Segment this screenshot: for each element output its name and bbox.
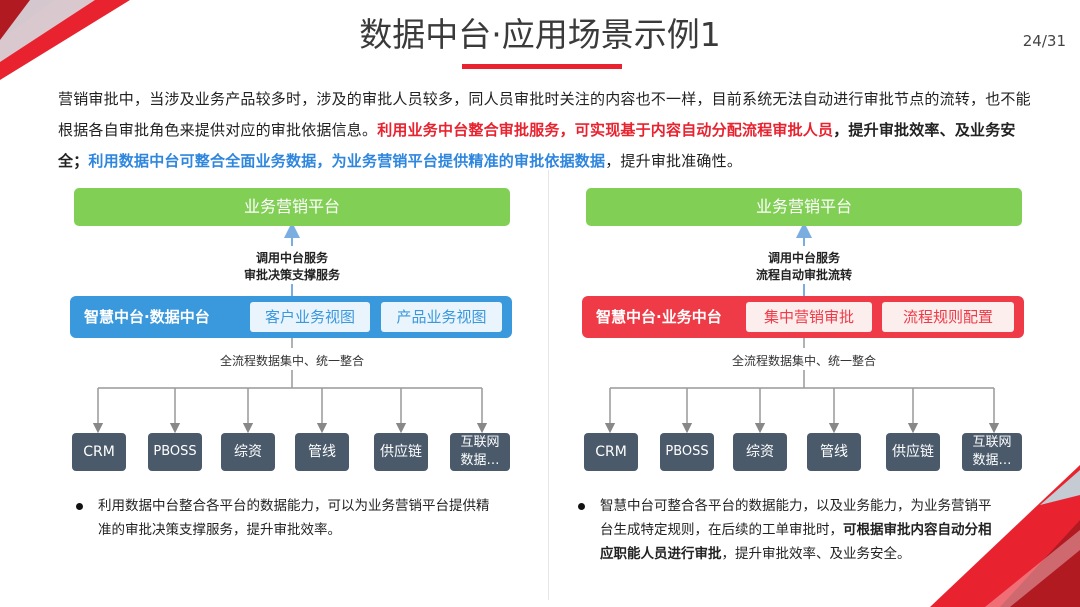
marketing-platform-box: 业务营销平台	[586, 188, 1022, 226]
intro-text-3: ，提升审批准确性。	[605, 152, 743, 170]
right-diagram: 业务营销平台 调用中台服务流程自动审批流转 智慧中台·业务中台 集中营销审批 流…	[578, 186, 1032, 606]
left-diagram: 业务营销平台 调用中台服务审批决策支撑服务 智慧中台·数据中台 客户业务视图 产…	[70, 186, 520, 606]
system-pboss: PBOSS	[660, 433, 714, 471]
service-call-label: 调用中台服务流程自动审批流转	[582, 250, 1026, 284]
hub-label: 智慧中台·数据中台	[84, 308, 210, 326]
customer-view-chip: 客户业务视图	[250, 302, 370, 332]
right-bullet: 智慧中台可整合各平台的数据能力，以及业务能力，为业务营销平台生成特定规则，在后续…	[578, 494, 998, 566]
service-call-label: 调用中台服务审批决策支撑服务	[70, 250, 514, 284]
intro-text-2: ，提升审批效率、及业务安全；	[58, 121, 1016, 170]
right-bullet-pre: 智慧中台可整合各平台的数据能力，以及业务能力，为业务营销平台生成特定规则，在后续…	[600, 498, 992, 538]
product-view-chip: 产品业务视图	[381, 302, 502, 332]
system-internet-line1: 互联网	[460, 435, 500, 450]
system-supply-chain: 供应链	[886, 433, 940, 471]
left-connectors	[92, 222, 488, 434]
page-number: 24/31	[1022, 32, 1066, 50]
system-pboss: PBOSS	[148, 433, 202, 471]
flow-label: 全流程数据集中、统一整合	[219, 354, 364, 368]
panel-divider	[548, 170, 549, 600]
service-call-line2: 流程自动审批流转	[755, 268, 852, 282]
system-internet-line2: 数据…	[460, 453, 500, 468]
bullet-dot	[76, 503, 83, 510]
intro-highlight-red: 利用业务中台整合审批服务，可实现基于内容自动分配流程审批人员	[377, 121, 834, 139]
system-pipeline: 管线	[295, 433, 349, 471]
system-pipeline: 管线	[807, 433, 861, 471]
system-internet-line2: 数据…	[972, 453, 1012, 468]
service-call-line1: 调用中台服务	[255, 251, 328, 265]
system-resources: 综资	[221, 433, 275, 471]
business-middle-platform-box: 智慧中台·业务中台 集中营销审批 流程规则配置	[582, 296, 1024, 338]
bullet-dot	[578, 503, 585, 510]
system-internet-data: 互联网数据…	[962, 433, 1022, 471]
system-supply-chain: 供应链	[374, 433, 428, 471]
system-crm: CRM	[72, 433, 126, 471]
system-internet-data: 互联网数据…	[450, 433, 510, 471]
marketing-platform-box: 业务营销平台	[74, 188, 510, 226]
intro-text-1: 营销审批中，当涉及业务产品较多时，涉及的审批人员较多，同人员审批时关注的内容也不…	[58, 90, 1031, 139]
flow-label: 全流程数据集中、统一整合	[731, 354, 876, 368]
right-connectors	[604, 222, 1000, 434]
data-middle-platform-box: 智慧中台·数据中台 客户业务视图 产品业务视图	[70, 296, 512, 338]
right-bullet-text: 智慧中台可整合各平台的数据能力，以及业务能力，为业务营销平台生成特定规则，在后续…	[600, 494, 998, 566]
left-bullet: 利用数据中台整合各平台的数据能力，可以为业务营销平台提供精准的审批决策支撑服务，…	[76, 494, 496, 542]
system-crm: CRM	[584, 433, 638, 471]
marketing-approval-chip: 集中营销审批	[746, 302, 872, 332]
system-internet-line1: 互联网	[972, 435, 1012, 450]
service-call-line1: 调用中台服务	[767, 251, 840, 265]
right-bullet-post: ，提升审批效率、及业务安全。	[721, 546, 911, 562]
title-underline	[462, 64, 622, 69]
system-resources: 综资	[733, 433, 787, 471]
intro-highlight-blue: 利用数据中台可整合全面业务数据，为业务营销平台提供精准的审批依据数据	[88, 152, 606, 170]
page-title: 数据中台·应用场景示例1	[359, 15, 721, 54]
service-call-line2: 审批决策支撑服务	[243, 268, 340, 282]
intro-paragraph: 营销审批中，当涉及业务产品较多时，涉及的审批人员较多，同人员审批时关注的内容也不…	[58, 84, 1043, 177]
right-bullet-bold: 可根据审批内容自动分相应职能人员进行审批	[600, 522, 992, 562]
left-bullet-text: 利用数据中台整合各平台的数据能力，可以为业务营销平台提供精准的审批决策支撑服务，…	[98, 498, 490, 538]
hub-label: 智慧中台·业务中台	[596, 308, 722, 326]
process-rules-chip: 流程规则配置	[882, 302, 1014, 332]
